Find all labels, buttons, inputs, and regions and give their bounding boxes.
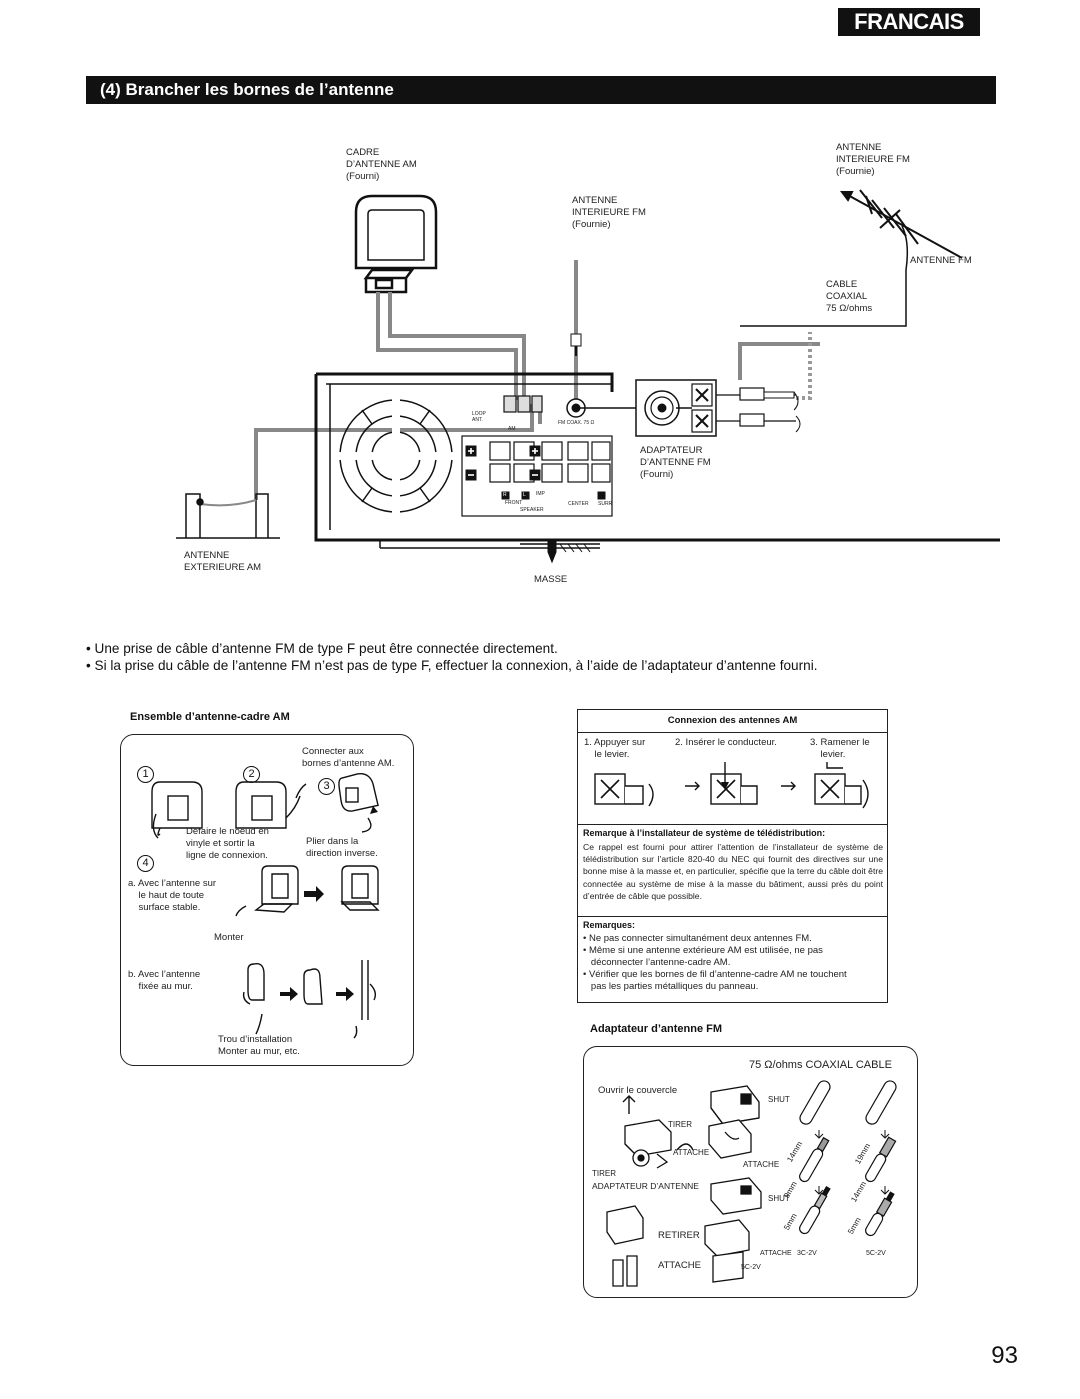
mount-label: Monter <box>214 932 244 943</box>
panel-front: FRONT <box>505 500 523 506</box>
open-cover-label: Ouvrir le couvercle <box>598 1085 678 1096</box>
panel-surr: SURR <box>598 501 613 507</box>
am-loop-antenna-illustration <box>354 194 438 294</box>
fm-indoor-label-right: ANTENNE INTERIEURE FM (Fournie) <box>836 142 910 177</box>
cable-3c-label: 3C-2V <box>797 1250 817 1257</box>
fm-outdoor-antenna-illustration <box>740 189 963 327</box>
remark-1: • Ne pas connecter simultanément deux an… <box>583 933 812 944</box>
remove-label: RETIRER <box>658 1230 700 1241</box>
am-set-illustrations <box>151 772 380 1039</box>
hole-note: Trou d’installation Monter au mur, etc. <box>218 1034 300 1057</box>
am-step-1: 1. Appuyer sur le levier. <box>584 737 646 760</box>
bullet-adapter: • Si la prise du câble de l’antenne FM n… <box>86 658 818 673</box>
am-step-3: 3. Ramener le levier. <box>810 737 870 760</box>
cable-5c-label-a: 5C-2V <box>866 1250 886 1257</box>
panel-loop-ant: LOOP ANT. <box>472 411 486 423</box>
remark-2: • Même si une antenne extérieure AM est … <box>583 945 823 968</box>
am-outdoor-label: ANTENNE EXTERIEURE AM <box>184 550 262 573</box>
language-tab: FRANCAIS <box>838 8 980 36</box>
antenna-connection-diagram <box>176 189 1000 564</box>
fm-adapter-illustration <box>576 379 801 437</box>
am-connection-panel <box>577 709 888 1003</box>
attach-label-2: ATTACHE <box>743 1160 780 1169</box>
step-1-badge: 1 <box>137 766 154 783</box>
fm-indoor-label: ANTENNE INTERIEURE FM (Fournie) <box>572 195 646 230</box>
divider <box>577 916 888 917</box>
remarks-heading: Remarques: <box>583 920 636 930</box>
pull-label-2: TIRER <box>592 1169 616 1178</box>
panel-imp: IMP <box>536 491 545 497</box>
section-title: (4) Brancher les bornes de l’antenne <box>86 76 996 104</box>
installer-note-text: Ce rappel est fourni pour attirer l’atte… <box>583 842 883 901</box>
fm-adapter-label: ADAPTATEUR D’ANTENNE FM (Fourni) <box>640 445 711 480</box>
fm-outdoor-label: ANTENNE FM <box>910 255 972 266</box>
am-outdoor-antenna-illustration <box>176 493 280 539</box>
step-3-badge: 3 <box>318 778 335 795</box>
connect-note: Connecter aux bornes d’antenne AM. <box>302 746 395 769</box>
page-number: 93 <box>991 1342 1018 1369</box>
panel-l: L <box>523 492 526 498</box>
pull-label-1: TIRER <box>668 1120 692 1129</box>
panel-r: R <box>503 492 507 498</box>
attach-label-4: ATTACHE <box>760 1250 792 1257</box>
attach-label-1: ATTACHE <box>673 1148 710 1157</box>
cable-5c-label-b: 5C-2V <box>741 1264 761 1271</box>
shut-label-1: SHUT <box>768 1095 790 1104</box>
receiver-rear-panel <box>314 372 1000 564</box>
panel-am: AM <box>508 426 516 432</box>
am-set-panel <box>120 734 414 1066</box>
option-a-note: a. Avec l’antenne sur le haut de toute s… <box>128 878 217 913</box>
am-loop-label: CADRE D’ANTENNE AM (Fourni) <box>346 147 417 182</box>
option-b-note: b. Avec l’antenne fixée au mur. <box>128 969 201 992</box>
fm-adapter-illustrations <box>606 1080 897 1287</box>
remark-3: • Vérifier que les bornes de fil d’anten… <box>583 969 847 992</box>
fm-indoor-connector <box>570 333 582 356</box>
panel-center: CENTER <box>568 501 589 507</box>
divider <box>577 732 888 733</box>
undo-note: Défaire le noeud en vinyle et sortir la … <box>186 826 269 861</box>
bend-note: Plier dans la direction inverse. <box>306 836 378 859</box>
am-set-heading: Ensemble d’antenne-cadre AM <box>130 711 290 723</box>
ground-label: MASSE <box>534 574 568 585</box>
fm-adapter-panel <box>583 1046 918 1298</box>
panel-speaker: SPEAKER <box>520 507 544 513</box>
coax-cable-title: 75 Ω/ohms COAXIAL CABLE <box>749 1059 892 1071</box>
shut-label-2: SHUT <box>768 1194 790 1203</box>
bullet-f-type: • Une prise de câble d’antenne FM de typ… <box>86 641 558 656</box>
coax-cable-label: CABLE COAXIAL 75 Ω/ohms <box>826 279 873 314</box>
fm-adapter-heading: Adaptateur d’antenne FM <box>590 1023 723 1035</box>
panel-fm-coax: FM COAX. 75 Ω <box>558 420 595 426</box>
am-connection-heading: Connexion des antennes AM <box>667 715 798 726</box>
divider <box>577 824 888 825</box>
am-connection-illustrations <box>594 762 869 809</box>
attach-label-3: ATTACHE <box>658 1260 701 1271</box>
adapter-label: ADAPTATEUR D’ANTENNE <box>592 1181 699 1191</box>
am-step-2: 2. Insérer le conducteur. <box>675 737 777 748</box>
step-4-badge: 4 <box>137 855 154 872</box>
installer-note-heading: Remarque à l’installateur de système de … <box>583 828 826 838</box>
